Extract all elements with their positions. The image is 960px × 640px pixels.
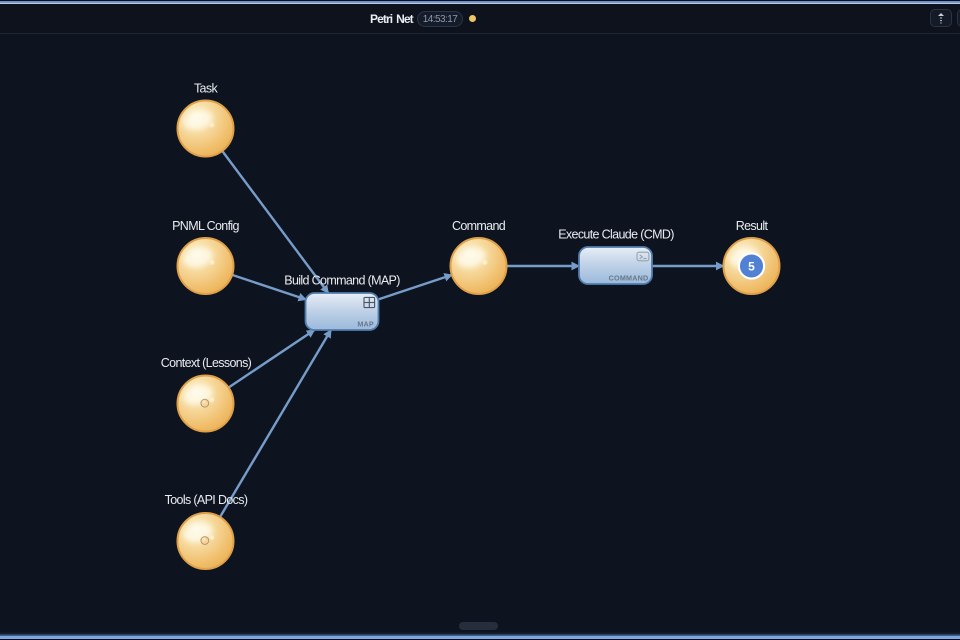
svg-text:Command: Command (452, 219, 506, 233)
svg-text:MAP: MAP (357, 320, 374, 329)
svg-text:Task: Task (194, 82, 219, 96)
svg-text:Result: Result (736, 219, 769, 233)
svg-text:Build Command (MAP): Build Command (MAP) (284, 273, 400, 287)
svg-text:Context (Lessons): Context (Lessons) (161, 356, 252, 370)
svg-text:Tools (API Docs): Tools (API Docs) (165, 493, 248, 507)
svg-text:Execute Claude (CMD): Execute Claude (CMD) (558, 228, 674, 242)
svg-text:COMMAND: COMMAND (609, 274, 649, 283)
svg-text:5: 5 (748, 259, 755, 273)
svg-text:PNML Config: PNML Config (172, 219, 239, 233)
